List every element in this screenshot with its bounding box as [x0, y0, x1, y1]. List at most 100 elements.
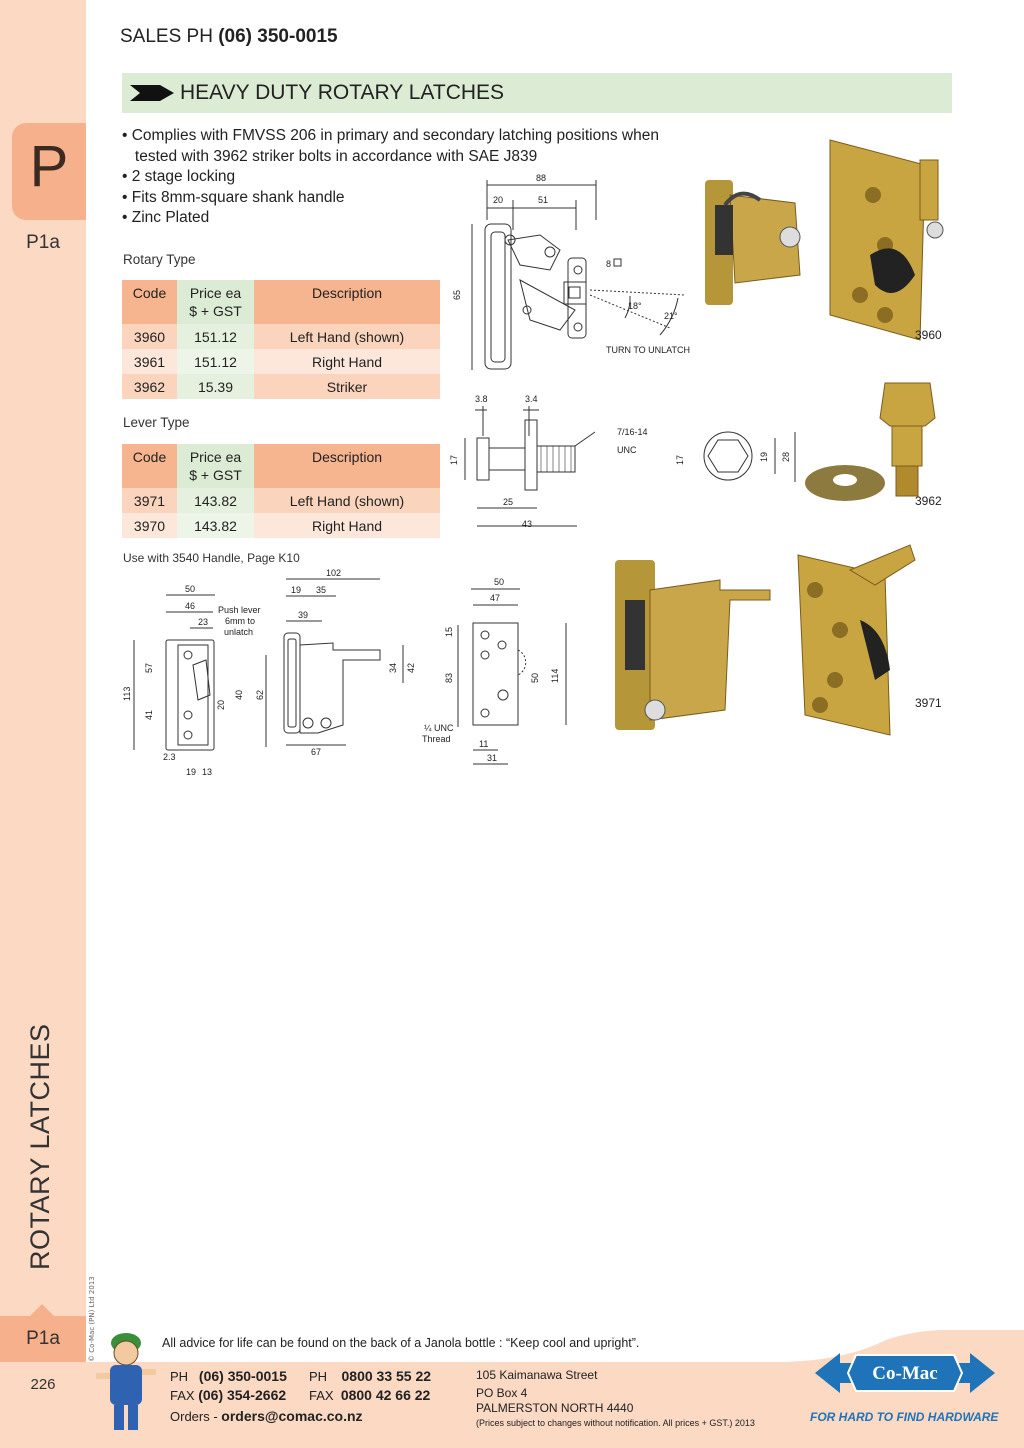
cell-price: 143.82	[177, 513, 254, 538]
cell-code: 3971	[122, 488, 177, 513]
dim-39: 39	[298, 610, 308, 620]
title-bar: HEAVY DUTY ROTARY LATCHES	[122, 73, 952, 113]
feature-item: • Zinc Plated	[122, 209, 210, 227]
dim-23: 23	[198, 617, 208, 627]
dim-65: 65	[452, 290, 462, 300]
push-text-2: 6mm to	[225, 616, 255, 626]
dim-35: 35	[316, 585, 326, 595]
feature-item: • Complies with FMVSS 206 in primary and…	[122, 127, 659, 144]
lever-latch-diagram: 50 46 23 Push lever 6mm to unlatch 113 5…	[122, 568, 567, 777]
dim-28: 28	[781, 452, 791, 462]
col-description: Description	[254, 280, 440, 324]
dim-3-8: 3.8	[475, 394, 488, 404]
latch-3960-photo	[829, 139, 944, 341]
thread-spec: 7/16-14	[617, 427, 648, 437]
lever-type-label: Lever Type	[123, 415, 190, 430]
cell-desc: Left Hand (shown)	[254, 324, 440, 349]
dim-11: 11	[479, 739, 488, 749]
push-text-1: Push lever	[218, 605, 261, 615]
cell-code: 3962	[122, 374, 177, 399]
cell-code: 3961	[122, 349, 177, 374]
push-text-3: unlatch	[224, 627, 253, 637]
contact-ph-2: PH 0800 33 55 22	[309, 1368, 432, 1384]
section-letter: P	[29, 134, 69, 199]
address-line: 105 Kaimanawa Street	[476, 1368, 598, 1382]
section-code-bottom: P1a	[26, 1328, 60, 1349]
dim-42: 42	[406, 663, 416, 673]
dim-50c: 50	[530, 673, 540, 683]
col-code: Code	[122, 444, 177, 488]
latch-3971-photo-small	[615, 560, 771, 730]
sales-phone: (06) 350-0015	[218, 26, 338, 47]
table-row: 3970 143.82 Right Hand	[122, 513, 440, 538]
mascot-icon	[96, 1333, 156, 1430]
dim-40: 40	[234, 690, 244, 700]
contact-orders: Orders - orders@comac.co.nz	[170, 1408, 363, 1424]
arrow-icon	[130, 85, 174, 101]
tab-notch	[30, 1304, 54, 1316]
fax-2: 0800 42 66 22	[340, 1387, 431, 1403]
angle-18: 18°	[628, 301, 642, 311]
feature-list: • Complies with FMVSS 206 in primary and…	[122, 126, 659, 229]
dim-83: 83	[444, 673, 454, 683]
photo-label-3960: 3960	[915, 328, 942, 342]
left-sidebar	[0, 0, 86, 1448]
section-code-top: P1a	[26, 232, 60, 253]
col-code: Code	[122, 280, 177, 324]
dim-19b: 19	[291, 585, 301, 595]
cell-code: 3970	[122, 513, 177, 538]
rotary-type-label: Rotary Type	[123, 252, 196, 267]
contact-fax: FAX (06) 354-2662	[170, 1387, 287, 1403]
dim-50: 50	[185, 584, 195, 594]
dim-46: 46	[185, 601, 195, 611]
feature-item: • Fits 8mm-square shank handle	[122, 188, 345, 206]
dim-25: 25	[503, 497, 513, 507]
cell-price: 15.39	[177, 374, 254, 399]
dim-8: 8	[606, 259, 611, 269]
unlatch-text: TURN TO UNLATCH	[606, 345, 690, 355]
dim-113: 113	[122, 687, 132, 701]
page-title: HEAVY DUTY ROTARY LATCHES	[180, 81, 505, 104]
cell-price: 151.12	[177, 324, 254, 349]
cell-desc: Right Hand	[254, 349, 440, 374]
advice-text: All advice for life can be found on the …	[162, 1336, 640, 1350]
dim-2-3: 2.3	[163, 752, 176, 762]
col-description: Description	[254, 444, 440, 488]
contact-fax-2: FAX 0800 42 66 22	[309, 1387, 431, 1403]
cell-price: 143.82	[177, 488, 254, 513]
dim-57: 57	[144, 663, 154, 673]
striker-3962-photo	[805, 382, 936, 501]
dim-41: 41	[144, 710, 154, 720]
dim-114: 114	[550, 669, 560, 683]
dim-31: 31	[487, 753, 497, 763]
photo-label-3971: 3971	[915, 696, 942, 710]
handle-note: Use with 3540 Handle, Page K10	[123, 551, 300, 565]
dim-13: 13	[202, 767, 212, 777]
orders-email-link[interactable]: orders@comac.co.nz	[221, 1408, 363, 1424]
dim-43: 43	[522, 519, 532, 529]
section-code-bottom-tab	[0, 1316, 86, 1362]
dim-88: 88	[536, 173, 546, 183]
cell-price: 151.12	[177, 349, 254, 374]
cell-desc: Striker	[254, 374, 440, 399]
angle-21: 21°	[664, 311, 678, 321]
phone-1: (06) 350-0015	[198, 1368, 287, 1384]
cell-code: 3960	[122, 324, 177, 349]
address-line: PALMERSTON NORTH 4440	[476, 1401, 634, 1415]
cell-desc: Left Hand (shown)	[254, 488, 440, 513]
page-number: 226	[30, 1376, 56, 1393]
feature-item: • 2 stage locking	[122, 168, 236, 186]
logo-text: Co-Mac	[872, 1363, 937, 1384]
tagline: FOR HARD TO FIND HARDWARE	[810, 1410, 999, 1424]
comac-logo: Co-Mac	[815, 1353, 995, 1393]
col-price: Price ea$ + GST	[177, 444, 254, 488]
striker-diagram: 3.8 3.4 17 7/16-14 UNC 25 43 17 19 28	[449, 394, 796, 529]
dim-17: 17	[449, 455, 459, 465]
dim-19: 19	[759, 452, 769, 462]
section-letter-tab: P	[12, 123, 86, 220]
dim-50b: 50	[494, 577, 504, 587]
section-vertical-title: ROTARY LATCHES	[25, 1023, 55, 1270]
feature-item: tested with 3962 striker bolts in accord…	[122, 147, 538, 165]
address-block: 105 Kaimanawa Street PO Box 4 PALMERSTON…	[476, 1368, 755, 1431]
dim-47: 47	[490, 593, 500, 603]
